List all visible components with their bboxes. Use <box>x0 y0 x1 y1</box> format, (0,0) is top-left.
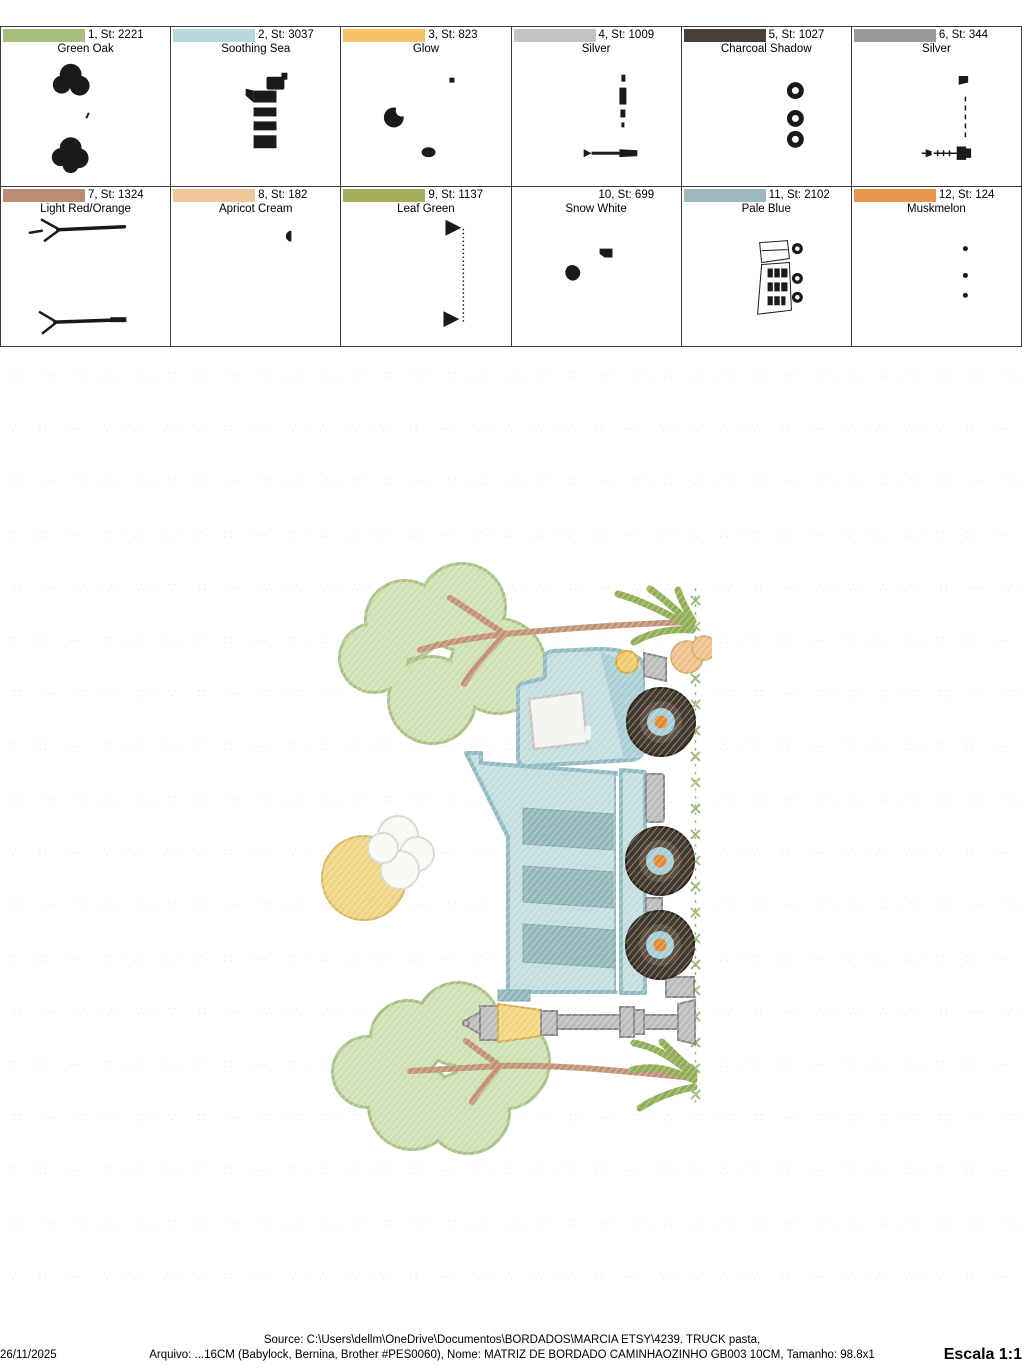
wheel-front <box>626 687 696 757</box>
stitch-preview-icon <box>286 230 292 242</box>
thread-swatch <box>513 189 596 202</box>
thread-stitch-label: 11, St: 2102 <box>768 189 830 201</box>
stitch-preview-icon <box>962 246 968 298</box>
thread-swatch <box>513 29 596 42</box>
thread-swatch <box>343 29 426 42</box>
thread-swatch <box>853 189 936 202</box>
thread-cell-1: 1, St: 2221 Green Oak <box>1 27 172 187</box>
thread-stitch-label: 4, St: 1009 <box>598 29 655 41</box>
thread-cell-10: 10, St: 699 Snow White <box>511 187 682 347</box>
thread-color-name: Snow White <box>565 203 627 215</box>
thread-cell-11: 11, St: 2102 Pale Blue <box>681 187 852 347</box>
mud-flap <box>665 976 695 998</box>
stitch-preview-icon <box>583 74 637 158</box>
thread-stitch-label: 7, St: 1324 <box>88 189 144 201</box>
thread-swatch <box>683 189 766 202</box>
thread-swatch <box>3 189 85 202</box>
thread-cell-5: 5, St: 1027 Charcoal Shadow <box>681 27 852 187</box>
stitch-preview-icon <box>756 240 803 315</box>
stitch-preview-icon <box>564 248 612 281</box>
footer-file-info: Arquivo: ...16CM (Babylock, Bernina, Bro… <box>149 1349 875 1361</box>
thread-color-name: Silver <box>922 43 951 55</box>
thread-color-name: Leaf Green <box>397 203 455 215</box>
stitch-preview-icon <box>443 219 465 328</box>
thread-stitch-label: 9, St: 1137 <box>428 189 484 201</box>
stitch-preview-icon <box>51 63 90 174</box>
thread-cell-6: 6, St: 344 Silver <box>851 27 1022 187</box>
thread-swatch <box>853 29 936 42</box>
thread-color-name: Muskmelon <box>907 203 966 215</box>
thread-swatch <box>173 189 256 202</box>
thread-color-name: Silver <box>581 43 611 55</box>
thread-color-name: Apricot Cream <box>218 203 293 215</box>
thread-cell-2: 2, St: 3037 Soothing Sea <box>171 27 342 187</box>
bushes <box>670 635 712 674</box>
thread-cell-9: 9, St: 1137 Leaf Green <box>341 187 512 347</box>
thread-color-table: 1, St: 2221 Green Oak 2, St: 3037 Soothi… <box>0 26 1022 347</box>
thread-swatch <box>343 189 426 202</box>
stitch-preview-icon <box>384 77 455 158</box>
thread-color-name: Glow <box>412 43 440 55</box>
footer-scale-label: Escala 1:1 <box>943 1346 1022 1363</box>
thread-cell-7: 7, St: 1324 Light Red/Orange <box>1 187 172 347</box>
thread-cell-8: 8, St: 182 Apricot Cream <box>171 187 342 347</box>
thread-swatch <box>683 29 766 42</box>
thread-stitch-label: 3, St: 823 <box>428 29 478 41</box>
stitch-preview-icon <box>28 218 127 335</box>
thread-cell-12: 12, St: 124 Muskmelon <box>851 187 1022 347</box>
footer-source-path: Source: C:\Users\dellm\OneDrive\Document… <box>263 1334 761 1346</box>
thread-swatch <box>173 29 256 42</box>
cab-window <box>527 690 589 751</box>
thread-stitch-label: 5, St: 1027 <box>768 29 825 41</box>
thread-color-name: Light Red/Orange <box>40 203 131 215</box>
footer-date: 26/11/2025 <box>0 1349 57 1361</box>
thread-color-name: Pale Blue <box>741 203 791 215</box>
thread-stitch-label: 8, St: 182 <box>258 189 308 201</box>
stitch-preview-icon <box>921 75 971 160</box>
thread-cell-3: 3, St: 823 Glow <box>341 27 512 187</box>
thread-stitch-label: 12, St: 124 <box>938 189 995 201</box>
grass-tuft-top <box>614 585 697 646</box>
wheel-middle <box>625 826 695 896</box>
stitch-preview-icon <box>786 82 804 148</box>
thread-stitch-label: 10, St: 699 <box>598 189 655 201</box>
door-handle <box>585 726 591 740</box>
wheel-rear <box>625 910 695 980</box>
fuel-tank <box>645 773 665 823</box>
thread-color-name: Soothing Sea <box>221 43 291 55</box>
thread-color-name: Charcoal Shadow <box>720 43 812 55</box>
street-lamp <box>462 998 696 1046</box>
stitch-preview-icon <box>245 72 288 149</box>
thread-swatch <box>3 29 85 42</box>
thread-stitch-label: 2, St: 3037 <box>258 29 314 41</box>
thread-cell-4: 4, St: 1009 Silver <box>511 27 682 187</box>
headlight <box>615 650 639 674</box>
embroidery-design-preview <box>320 548 712 1162</box>
thread-color-name: Green Oak <box>57 43 114 55</box>
front-bumper <box>643 651 667 683</box>
thread-stitch-label: 6, St: 344 <box>938 29 989 41</box>
thread-stitch-label: 1, St: 2221 <box>88 29 144 41</box>
